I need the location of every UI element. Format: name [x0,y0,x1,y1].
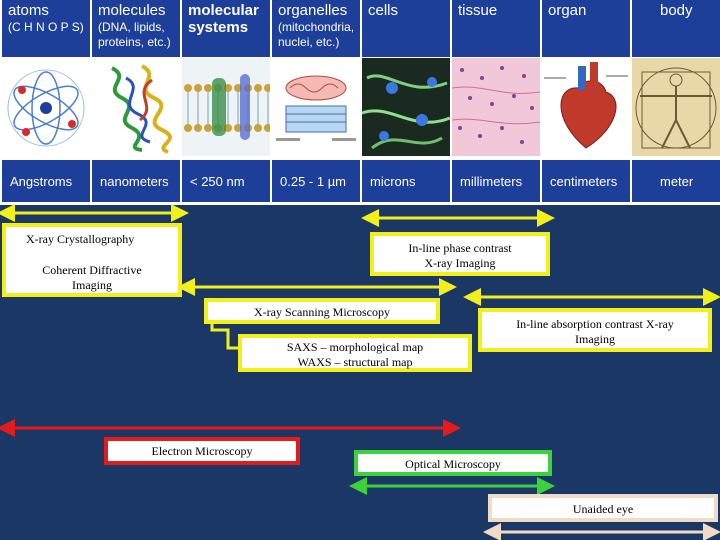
column-title: organelles [278,2,348,19]
cells-illustration [362,58,450,156]
column-body: body meter [632,0,720,205]
vitruvian-illustration [632,58,720,156]
column-title: body [660,2,693,19]
column-molecular-systems: molecular systems < 250 nm [182,0,270,205]
column-header: body [632,0,720,57]
electron-box: Electron Microscopy [104,437,300,465]
column-tissue: tissue millimeters [452,0,540,205]
column-title: tissue [458,2,498,19]
heart-illustration [542,58,630,156]
phase-contrast-box: In-line phase contrast X-ray Imaging [370,232,550,276]
column-organelles: organelles (mitochondria, nuclei, etc.) … [272,0,360,205]
membrane-illustration [182,58,270,156]
column-unit: millimeters [452,160,540,202]
column-organ: organ centimeters [542,0,630,205]
scanning-label: X-ray Scanning Microscopy [254,305,390,319]
cells-image [362,58,450,156]
column-header: cells [362,0,450,57]
column-title: atoms [8,2,49,19]
phase-contrast-label: In-line phase contrast X-ray Imaging [408,241,512,270]
column-subtitle: (DNA, lipids, proteins, etc.) [98,20,171,49]
column-header: organelles (mitochondria, nuclei, etc.) [272,0,360,57]
saxs-box: SAXS – morphological map WAXS – structur… [238,334,472,372]
atom-illustration [2,58,90,156]
scanning-box: X-ray Scanning Microscopy [204,298,440,324]
column-header: molecular systems [182,0,270,57]
tissue-image [452,58,540,156]
organelle-illustration [272,58,360,156]
column-unit: meter [632,160,720,202]
column-title: molecular systems [188,2,259,36]
column-cells: cells microns [362,0,450,205]
column-subtitle: (C H N O P S) [8,20,84,34]
electron-label: Electron Microscopy [151,444,253,458]
optical-label: Optical Microscopy [405,457,501,471]
atom-image [2,58,90,156]
column-unit: < 250 nm [182,160,270,202]
column-unit: microns [362,160,450,202]
organelle-image [272,58,360,156]
column-unit: nanometers [92,160,180,202]
column-title: molecules [98,2,166,19]
scale-strip: atoms (C H N O P S) Angstroms molecules … [0,0,720,205]
membrane-image [182,58,270,156]
unaided-eye-label: Unaided eye [572,502,634,516]
column-header: organ [542,0,630,57]
column-unit: 0.25 - 1 µm [272,160,360,202]
column-title: cells [368,2,399,19]
tissue-illustration [452,58,540,156]
column-header: atoms (C H N O P S) [2,0,90,57]
column-unit: Angstroms [2,160,90,202]
column-header: tissue [452,0,540,57]
column-title: organ [548,2,587,19]
scanning-connector [210,322,240,350]
protein-illustration [92,58,180,156]
vitruvian-image [632,58,720,156]
crystallography-box: X-ray Crystallography Coherent Diffracti… [2,223,182,297]
column-atoms: atoms (C H N O P S) Angstroms [2,0,90,205]
heart-image [542,58,630,156]
column-subtitle: (mitochondria, nuclei, etc.) [278,20,355,49]
absorption-label: In-line absorption contrast X-ray Imagin… [516,317,674,346]
column-molecules: molecules (DNA, lipids, proteins, etc.) … [92,0,180,205]
protein-image [92,58,180,156]
column-header: molecules (DNA, lipids, proteins, etc.) [92,0,180,57]
crystallography-label: X-ray Crystallography [26,232,135,246]
saxs-label: SAXS – morphological map WAXS – structur… [286,340,424,369]
column-unit: centimeters [542,160,630,202]
optical-box: Optical Microscopy [354,450,552,476]
absorption-box: In-line absorption contrast X-ray Imagin… [478,308,712,352]
coherent-diffractive-label: Coherent Diffractive Imaging [42,263,142,292]
unaided-eye-box: Unaided eye [488,494,718,522]
